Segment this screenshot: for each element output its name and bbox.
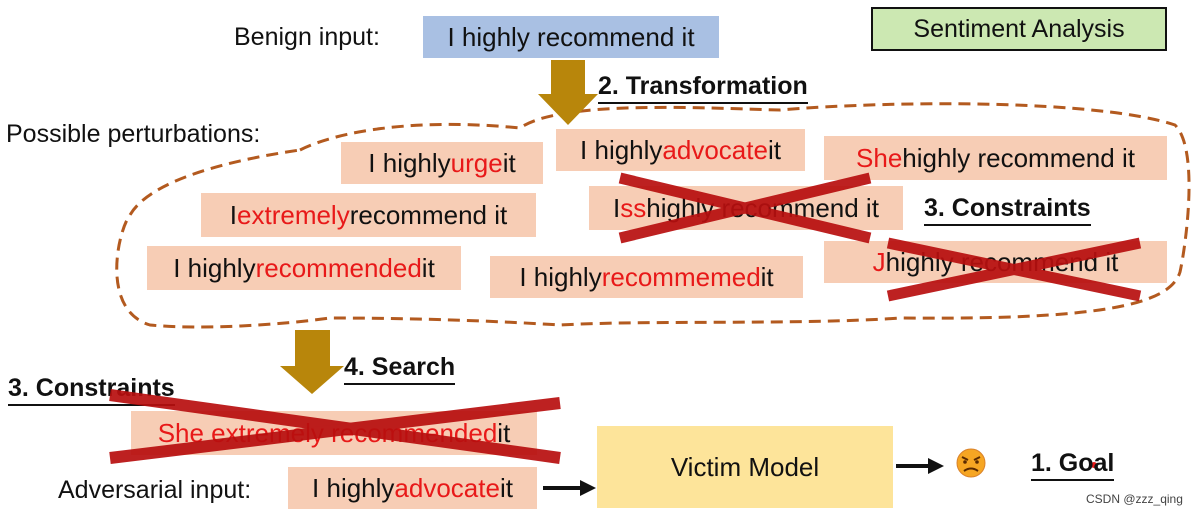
perturbation-item: I highly urge it [341,142,543,184]
adversarial-input-box: I highly advocate it [288,467,537,509]
perturbation-item: I highly recommended it [147,246,461,290]
benign-label: Benign input: [234,23,380,51]
perturbation-item-rejected: I ss highly recommend it [589,186,903,230]
perturbation-item-rejected: J highly recommend it [824,241,1167,283]
constraints-heading-bottom: 3. Constraints [8,376,175,406]
task-label: Sentiment Analysis [871,7,1167,51]
goal-heading: 1. Goal [1031,451,1115,481]
perturbation-item: I extremely recommend it [201,193,536,237]
transformation-heading: 2. Transformation [598,74,808,104]
search-arrow [280,330,344,394]
constraints-heading: 3. Constraints [924,196,1091,226]
benign-input-box: I highly recommend it [423,16,719,58]
perturbation-item: I highly recommemed it [490,256,803,298]
perturbation-item: I highly advocate it [556,129,805,171]
watermark: CSDN @zzz_qing [1086,492,1183,506]
adversarial-label: Adversarial input: [58,476,252,504]
search-heading: 4. Search [344,355,456,385]
perturbation-cloud [115,102,1191,329]
perturbation-item: She highly recommend it [824,136,1167,180]
perturbations-label: Possible perturbations: [6,120,261,148]
rejected-candidate: She extremely recommended it [131,411,537,455]
victim-model-box: Victim Model [597,426,893,508]
transformation-arrow [538,60,598,125]
